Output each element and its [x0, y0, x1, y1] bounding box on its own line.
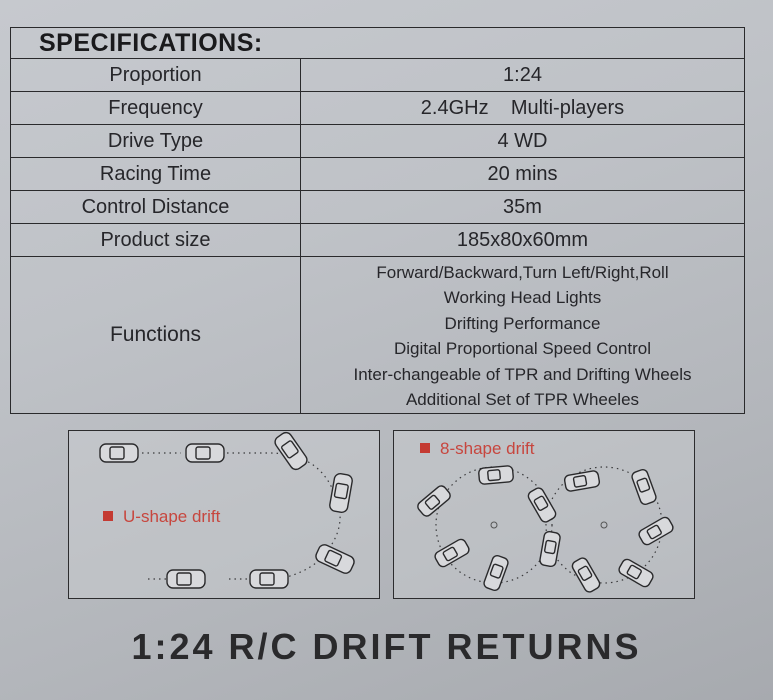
specifications-table: SPECIFICATIONS: Proportion 1:24 Frequenc…	[10, 27, 745, 414]
spec-row: Racing Time 20 mins	[10, 157, 745, 191]
spec-label: Proportion	[10, 58, 301, 92]
red-square-icon	[420, 443, 430, 453]
functions-row: Functions Forward/Backward,Turn Left/Rig…	[10, 256, 745, 414]
spec-label: Control Distance	[10, 190, 301, 224]
spec-row: Frequency 2.4GHz Multi-players	[10, 91, 745, 125]
spec-row: Control Distance 35m	[10, 190, 745, 224]
function-item: Inter-changeable of TPR and Drifting Whe…	[353, 364, 692, 384]
function-item: Digital Proportional Speed Control	[393, 339, 652, 358]
u-shape-drift-label: U-shape drift	[103, 507, 220, 527]
spec-value: 35m	[300, 190, 745, 224]
spec-label: Racing Time	[10, 157, 301, 191]
spec-row: Drive Type 4 WD	[10, 124, 745, 158]
function-item: Forward/Backward,Turn Left/Right,Roll	[376, 262, 669, 282]
spec-label: Frequency	[10, 91, 301, 125]
spec-label: Product size	[10, 223, 301, 257]
spec-label: Drive Type	[10, 124, 301, 158]
spec-value: 1:24	[300, 58, 745, 92]
functions-label: Functions	[10, 256, 301, 414]
spec-value: 2.4GHz Multi-players	[300, 91, 745, 125]
eight-shape-drift-text: 8-shape drift	[440, 439, 535, 458]
spec-heading: SPECIFICATIONS:	[10, 27, 745, 59]
eight-shape-drift-diagram	[417, 465, 674, 593]
eight-shape-drift-label: 8-shape drift	[420, 439, 535, 459]
spec-row: Product size 185x80x60mm	[10, 223, 745, 257]
red-square-icon	[103, 511, 113, 521]
car-icon	[417, 465, 674, 593]
eight-shape-drift-panel: 8-shape drift	[393, 430, 695, 599]
footer-tagline: 1:24 R/C DRIFT RETURNS	[131, 626, 642, 667]
u-shape-drift-diagram	[99, 431, 355, 589]
spec-value: 185x80x60mm	[300, 223, 745, 257]
u-shape-drift-panel: U-shape drift	[68, 430, 380, 599]
function-item: Drifting Performance	[444, 313, 601, 333]
functions-list: Forward/Backward,Turn Left/Right,Roll Wo…	[301, 258, 744, 413]
functions-cell: Forward/Backward,Turn Left/Right,Roll Wo…	[300, 256, 745, 414]
u-shape-drift-text: U-shape drift	[123, 507, 221, 526]
function-item: Working Head Lights	[443, 288, 602, 307]
spec-value: 4 WD	[300, 124, 745, 158]
spec-value: 20 mins	[300, 157, 745, 191]
spec-heading-row: SPECIFICATIONS:	[10, 27, 745, 59]
car-icon	[99, 431, 355, 589]
spec-row: Proportion 1:24	[10, 58, 745, 92]
function-item: Additional Set of TPR Wheeles	[405, 390, 640, 409]
